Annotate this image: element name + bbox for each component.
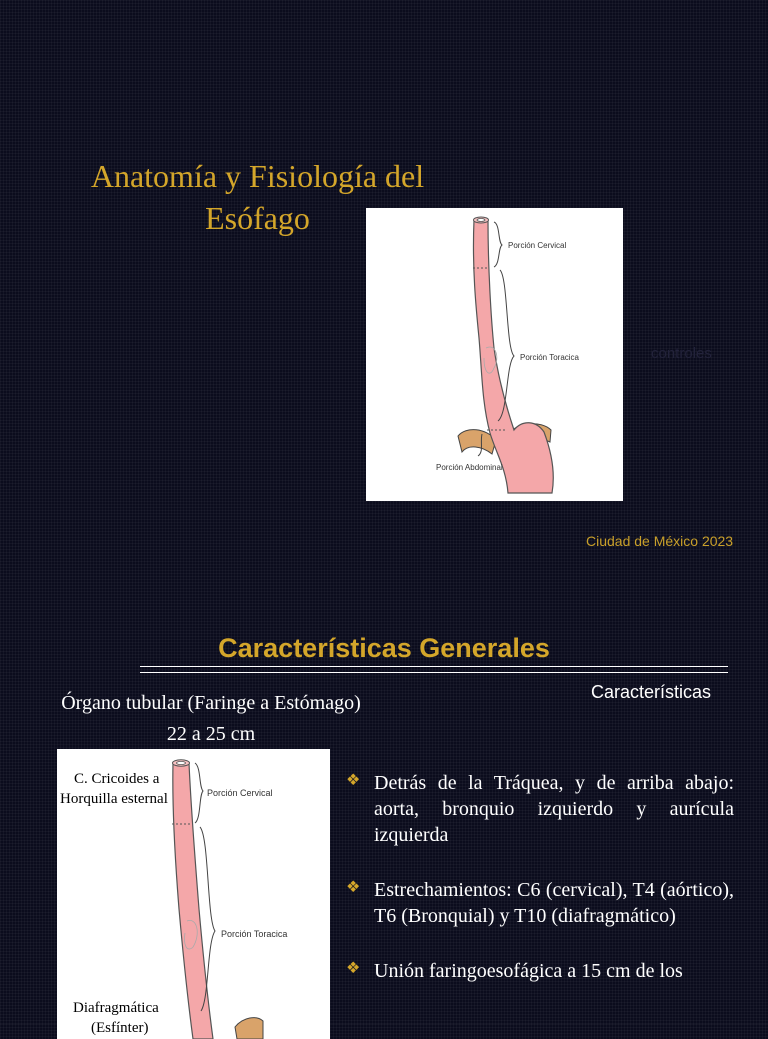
label-toracica: Porción Toracica <box>221 929 287 939</box>
list-item: ❖ Unión faringoesofágica a 15 cm de los <box>346 958 734 984</box>
label-cervical: Porción Cervical <box>207 788 273 798</box>
label-cervical: Porción Cervical <box>508 241 566 250</box>
diamond-bullet-icon: ❖ <box>346 772 361 789</box>
city-year: Ciudad de México 2023 <box>586 533 734 549</box>
bullet-text: Unión faringoesofágica a 15 cm de los <box>374 960 683 982</box>
list-item: ❖ Detrás de la Tráquea, y de arriba abaj… <box>346 770 734 848</box>
esophagus-diagram: Porción Cervical Porción Toracica Porció… <box>366 208 623 501</box>
label-diafragmatica-line2: (Esfínter) <box>91 1020 149 1036</box>
label-cricoides-line1: C. Cricoides a <box>74 771 160 787</box>
faint-controls-text: controles <box>651 345 712 362</box>
organ-line-2: 22 a 25 cm <box>166 723 256 745</box>
label-abdominal: Porción Abdominal <box>436 463 503 472</box>
label-diafragmatica-line1: Diafragmática <box>73 1000 159 1016</box>
slide-title: Anatomía y Fisiología del Esófago <box>60 155 455 239</box>
content-slide: Características Generales Característica… <box>0 600 768 1039</box>
section-subtitle: Características <box>591 682 712 702</box>
bullet-text: Estrechamientos: C6 (cervical), T4 (aórt… <box>374 879 734 927</box>
slide-title-line1: Anatomía y Fisiología del <box>90 158 425 194</box>
esophagus-labeled-diagram: Porción Cervical Porción Toracica C. Cri… <box>57 749 330 1039</box>
diamond-bullet-icon: ❖ <box>346 879 361 896</box>
organ-line-1: Órgano tubular (Faringe a Estómago) <box>61 692 361 714</box>
characteristics-list: ❖ Detrás de la Tráquea, y de arriba abaj… <box>346 770 734 1013</box>
diamond-bullet-icon: ❖ <box>346 960 361 977</box>
label-cricoides-line2: Horquilla esternal <box>60 791 168 807</box>
bullet-text: Detrás de la Tráquea, y de arriba abajo:… <box>374 772 734 846</box>
title-divider-top <box>140 666 728 667</box>
label-toracica: Porción Toracica <box>520 353 580 362</box>
section-title: Características Generales <box>218 633 550 663</box>
title-slide: Anatomía y Fisiología del Esófago Porció… <box>60 155 734 549</box>
organ-description: Órgano tubular (Faringe a Estómago) 22 a… <box>50 688 372 750</box>
slide-title-line2: Esófago <box>205 200 310 236</box>
title-divider-bottom <box>140 672 728 673</box>
list-item: ❖ Estrechamientos: C6 (cervical), T4 (aó… <box>346 877 734 929</box>
